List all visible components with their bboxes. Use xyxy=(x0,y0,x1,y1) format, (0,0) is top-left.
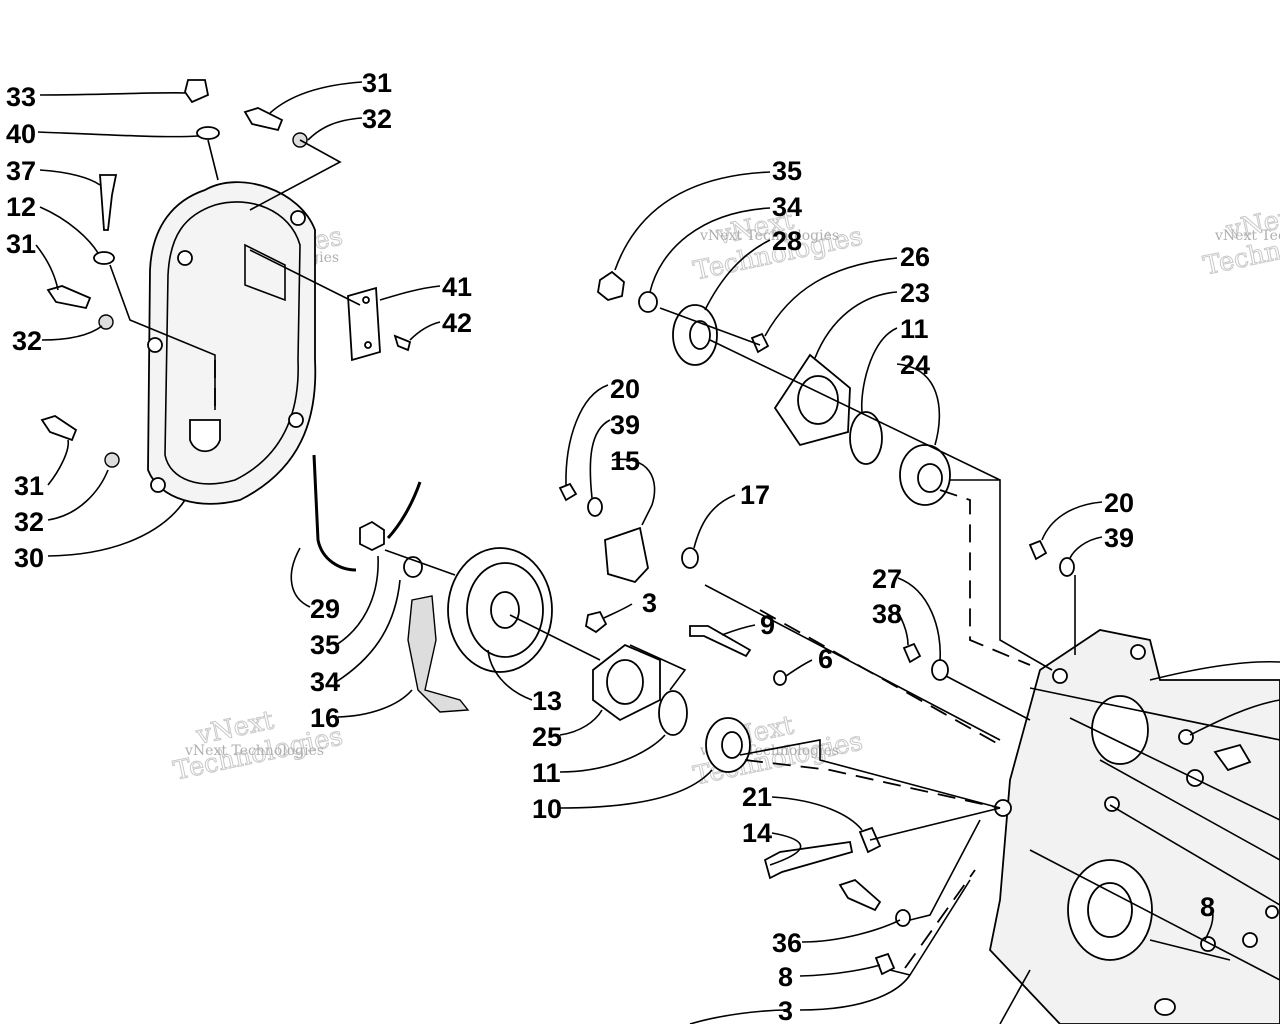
callout-41: 41 xyxy=(442,272,472,302)
small-parts-middle xyxy=(558,482,787,686)
washer-part-34b xyxy=(638,291,658,313)
bearing-part-10 xyxy=(705,717,751,773)
tensioner-part-15 xyxy=(604,526,649,584)
bolt-part-31a xyxy=(243,107,284,132)
washer-part-39a xyxy=(587,497,603,517)
callout-29: 29 xyxy=(310,594,340,624)
callout-24: 24 xyxy=(900,350,930,380)
callout-38: 38 xyxy=(872,599,902,629)
bearing-flange-part-25 xyxy=(592,643,661,722)
callout-31: 31 xyxy=(362,68,392,98)
o-ring-part-40 xyxy=(196,126,220,140)
callout-13: 13 xyxy=(532,686,562,716)
callout-14: 14 xyxy=(742,818,772,848)
callout-34: 34 xyxy=(310,667,340,697)
dipstick-part-37 xyxy=(99,174,118,231)
callout-28: 28 xyxy=(772,226,802,256)
callout-35: 35 xyxy=(772,156,802,186)
chain-part-16 xyxy=(407,595,470,713)
callout-31: 31 xyxy=(6,229,36,259)
callout-31: 31 xyxy=(14,471,44,501)
callout-8: 8 xyxy=(1200,892,1215,922)
screw-part-42 xyxy=(393,334,412,352)
callout-26: 26 xyxy=(900,242,930,272)
chain-guide-part-29 xyxy=(312,454,422,572)
callout-6: 6 xyxy=(818,644,833,674)
stud-part-9 xyxy=(689,625,752,658)
watermark-small-text: vNext Technologies xyxy=(1214,228,1280,244)
callout-20: 20 xyxy=(1104,488,1134,518)
callout-32: 32 xyxy=(12,326,42,356)
washer-part-27 xyxy=(931,659,949,681)
sprocket-part-28 xyxy=(672,304,718,366)
callout-39: 39 xyxy=(610,410,640,440)
lock-washer-part-32b xyxy=(98,314,114,330)
o-ring-part-12 xyxy=(93,251,115,265)
callout-37: 37 xyxy=(6,156,36,186)
callout-11: 11 xyxy=(532,758,561,788)
fastener-group-top-left xyxy=(40,79,308,468)
callout-32: 32 xyxy=(362,104,392,134)
sprocket-part-13 xyxy=(447,547,553,673)
callout-20: 20 xyxy=(610,374,640,404)
snap-ring-part-11a xyxy=(658,690,688,736)
callout-40: 40 xyxy=(6,119,36,149)
callout-3: 3 xyxy=(642,588,657,618)
washer-part-8a xyxy=(895,909,911,927)
nut-part-35a xyxy=(359,520,385,552)
callout-30: 30 xyxy=(14,543,44,573)
small-parts-right xyxy=(763,539,1075,976)
watermark-small-text: vNext Technologies xyxy=(184,743,324,759)
callout-10: 10 xyxy=(532,794,562,824)
nut-part-20b xyxy=(1028,539,1048,561)
nut-part-26 xyxy=(750,332,770,354)
snap-ring-part-11b xyxy=(849,411,883,465)
callout-23: 23 xyxy=(900,278,930,308)
callout-12: 12 xyxy=(6,192,36,222)
nut-part-38 xyxy=(902,642,922,664)
nut-part-35b xyxy=(597,270,625,301)
callout-34: 34 xyxy=(772,192,802,222)
nut-part-20a xyxy=(558,482,578,502)
washer-part-6 xyxy=(773,670,787,686)
callout-32: 32 xyxy=(14,507,44,537)
bolt-part-31b xyxy=(46,285,92,310)
chaincase-cover-part-30 xyxy=(147,181,317,505)
callout-17: 17 xyxy=(740,480,770,510)
callout-11: 11 xyxy=(900,314,929,344)
callout-16: 16 xyxy=(310,703,340,733)
callout-25: 25 xyxy=(532,722,562,752)
callout-8: 8 xyxy=(778,962,793,992)
washer-part-39b xyxy=(1059,557,1075,577)
callout-15: 15 xyxy=(610,446,640,476)
callout-39: 39 xyxy=(1104,523,1134,553)
callout-labels: 33 40 37 12 31 32 31 32 31 32 30 41 42 2… xyxy=(6,68,1215,1024)
filler-plug-part-33 xyxy=(184,79,210,104)
chaincase-housing xyxy=(989,629,1280,1024)
callout-42: 42 xyxy=(442,308,472,338)
callout-9: 9 xyxy=(760,610,775,640)
callout-36: 36 xyxy=(772,928,802,958)
bolt-part-31c xyxy=(40,415,78,442)
callout-3: 3 xyxy=(778,996,793,1024)
callout-27: 27 xyxy=(872,564,902,594)
bearing-flange-part-23 xyxy=(773,353,851,447)
spacer-part-17 xyxy=(681,547,699,569)
bracket-part-41 xyxy=(347,286,412,362)
callout-21: 21 xyxy=(742,782,772,812)
nut-part-3b xyxy=(874,952,896,976)
leader-lines xyxy=(35,81,1280,1024)
bolt-part-36 xyxy=(838,878,882,912)
callout-33: 33 xyxy=(6,82,36,112)
lock-washer-part-32c xyxy=(104,452,120,468)
watermark-small-text: vNext Technologies xyxy=(699,228,839,244)
nut-part-3a xyxy=(585,610,608,634)
bearing-part-24 xyxy=(899,444,951,506)
callout-35: 35 xyxy=(310,630,340,660)
upper-sprocket-assembly xyxy=(597,270,951,506)
bolt-part-14 xyxy=(763,840,854,880)
